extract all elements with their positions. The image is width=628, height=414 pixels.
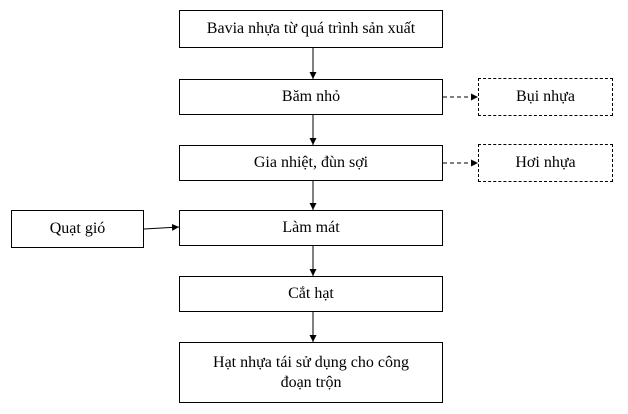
node-label: Hơi nhựa <box>515 154 576 171</box>
edge-n6-n7 <box>143 223 180 231</box>
node-label: Làm mát <box>282 219 340 236</box>
node-pelletizing: Cắt hạt <box>179 276 443 312</box>
node-label: Cắt hạt <box>288 285 334 302</box>
node-recycled-pellets: Hạt nhựa tái sử dụng cho công đoạn trộn <box>179 342 443 403</box>
node-fan: Quạt gió <box>11 210 144 248</box>
node-label: Băm nhỏ <box>281 88 341 105</box>
node-label: Hạt nhựa tái sử dụng cho công đoạn trộn <box>213 353 409 391</box>
node-plastic-vapor: Hơi nhựa <box>478 144 613 182</box>
node-label: Quạt gió <box>49 220 106 237</box>
node-cooling: Làm mát <box>179 210 443 246</box>
node-plastic-dust: Bụi nhựa <box>478 78 613 116</box>
node-label: Bụi nhựa <box>516 88 575 105</box>
node-heating-extrusion: Gia nhiệt, đùn sợi <box>179 145 443 181</box>
node-bavia-source: Bavia nhựa từ quá trình sản xuất <box>179 10 443 48</box>
node-label: Bavia nhựa từ quá trình sản xuất <box>206 20 416 37</box>
node-label: Gia nhiệt, đùn sợi <box>253 154 369 171</box>
node-shredding: Băm nhỏ <box>179 79 443 115</box>
